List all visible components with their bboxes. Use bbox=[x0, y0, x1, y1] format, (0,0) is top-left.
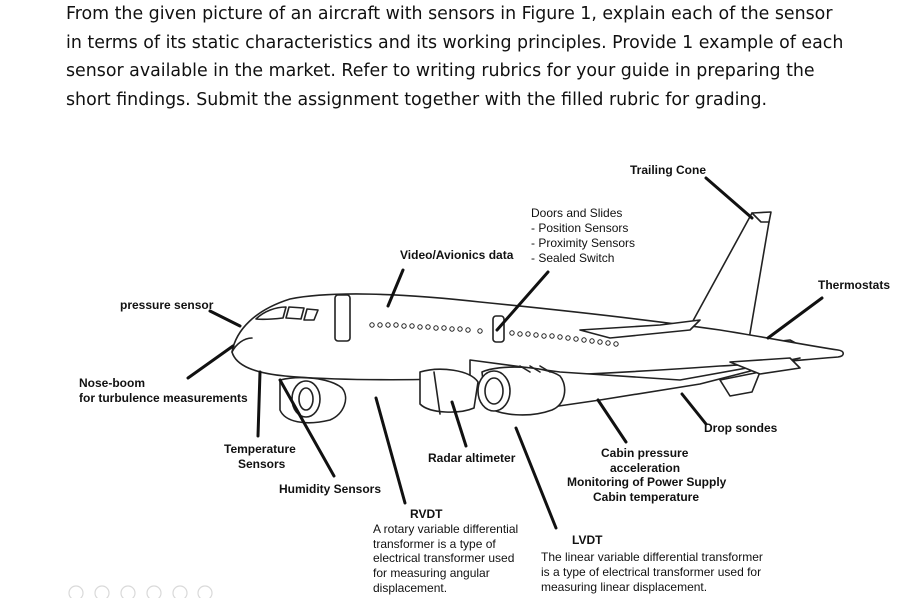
leader-doors bbox=[495, 270, 550, 332]
instruction-line: in terms of its static characteristics a… bbox=[66, 32, 844, 53]
label-rvdt-line: electrical transformer used bbox=[373, 551, 514, 565]
label-video-avionics: Video/Avionics data bbox=[400, 248, 514, 262]
label-doors-sealed: - Sealed Switch bbox=[531, 251, 614, 265]
window-row bbox=[369, 322, 619, 347]
label-drop-sondes: Drop sondes bbox=[704, 421, 778, 435]
label-humidity: Humidity Sensors bbox=[279, 482, 381, 496]
leader-temperature bbox=[256, 370, 262, 438]
control-circle-icon bbox=[197, 585, 213, 598]
label-rvdt-line: for measuring angular bbox=[373, 566, 490, 580]
leader-lvdt bbox=[514, 426, 558, 530]
label-rvdt-line: displacement. bbox=[373, 581, 447, 595]
label-pressure-sensor: pressure sensor bbox=[120, 298, 214, 312]
faint-media-controls bbox=[68, 585, 213, 598]
leader-drop-sondes bbox=[680, 392, 708, 426]
label-trailing-cone: Trailing Cone bbox=[630, 163, 706, 177]
leader-video-avionics bbox=[386, 268, 405, 308]
label-lvdt-line: The linear variable differential transfo… bbox=[541, 550, 763, 564]
label-cabin-pressure: Cabin pressure bbox=[601, 446, 689, 460]
instruction-line: From the given picture of an aircraft wi… bbox=[66, 4, 833, 24]
label-cabin-acceleration: acceleration bbox=[610, 461, 680, 475]
control-circle-icon bbox=[94, 585, 110, 598]
instruction-line: short findings. Submit the assignment to… bbox=[66, 89, 768, 110]
leader-nose-boom bbox=[186, 344, 235, 380]
leader-pressure-sensor bbox=[208, 309, 242, 328]
label-lvdt-line: measuring linear displacement. bbox=[541, 580, 707, 594]
label-lvdt-title: LVDT bbox=[572, 533, 603, 547]
label-doors-position: - Position Sensors bbox=[531, 221, 628, 235]
control-circle-icon bbox=[146, 585, 162, 598]
label-lvdt-line: is a type of electrical transformer used… bbox=[541, 565, 761, 579]
label-doors-proximity: - Proximity Sensors bbox=[531, 236, 635, 250]
leader-lines bbox=[186, 176, 824, 530]
leader-trailing-cone bbox=[704, 176, 754, 220]
label-rvdt-line: A rotary variable differential bbox=[373, 522, 518, 536]
control-circle-icon bbox=[120, 585, 136, 598]
label-temperature-1: Temperature bbox=[224, 442, 296, 456]
label-thermostats: Thermostats bbox=[818, 278, 890, 292]
sensor-labels: Trailing Cone Doors and Slides - Positio… bbox=[79, 163, 890, 595]
label-cabin-power: Monitoring of Power Supply bbox=[567, 475, 727, 489]
label-rvdt-title: RVDT bbox=[410, 507, 443, 521]
label-rvdt-line: transformer is a type of bbox=[373, 537, 496, 551]
leader-rvdt bbox=[374, 396, 407, 505]
instruction-paragraph: From the given picture of an aircraft wi… bbox=[66, 0, 844, 114]
control-circle-icon bbox=[68, 585, 84, 598]
leader-cabin bbox=[596, 398, 628, 444]
label-nose-boom-1: Nose-boom bbox=[79, 376, 145, 390]
control-circle-icon bbox=[172, 585, 188, 598]
instruction-line: sensor available in the market. Refer to… bbox=[66, 61, 815, 81]
label-nose-boom-2: for turbulence measurements bbox=[79, 391, 248, 405]
leader-thermostats bbox=[766, 296, 824, 340]
label-radar-altimeter: Radar altimeter bbox=[428, 451, 516, 465]
label-doors-title: Doors and Slides bbox=[531, 206, 622, 220]
label-temperature-2: Sensors bbox=[238, 457, 286, 471]
leader-humidity bbox=[278, 378, 336, 478]
leader-radar bbox=[450, 400, 468, 448]
label-cabin-temperature: Cabin temperature bbox=[593, 490, 699, 504]
